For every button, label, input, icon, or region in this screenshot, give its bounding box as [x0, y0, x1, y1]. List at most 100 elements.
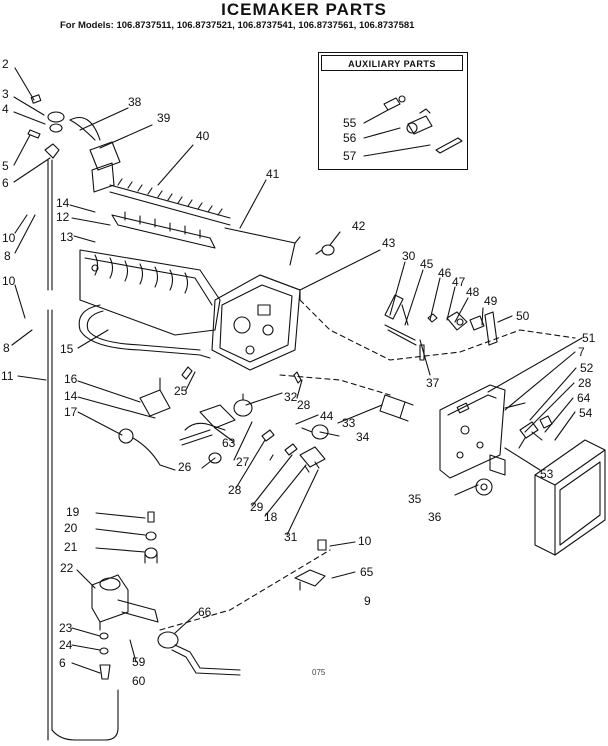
callout-49: 49: [484, 294, 498, 308]
callout-11: 11: [1, 369, 14, 383]
callout-14: 14: [56, 196, 70, 210]
callout-47: 47: [452, 275, 466, 289]
callout-52: 52: [580, 361, 594, 375]
callout-7: 7: [578, 345, 585, 359]
callout-10: 10: [2, 231, 16, 245]
mold-13: [79, 249, 221, 336]
callout-16: 16: [64, 372, 78, 386]
wire-41: [224, 227, 301, 266]
ejector-40: [109, 178, 231, 226]
callout-2: 2: [2, 57, 9, 71]
top-left-hardware: [27, 94, 101, 159]
callout-20: 20: [64, 521, 78, 535]
shield-16: [139, 377, 171, 417]
callout-24: 24: [59, 638, 73, 652]
models-line: For Models: 106.8737511, 106.8737521, 10…: [60, 20, 415, 31]
callout-44: 44: [320, 409, 334, 423]
heater-15: [78, 304, 211, 359]
callout-18: 18: [264, 510, 278, 524]
callout-42: 42: [352, 219, 366, 233]
fill-tube: [47, 159, 119, 741]
callout-43: 43: [382, 236, 396, 250]
coupling-66: [157, 631, 241, 676]
callout-50: 50: [516, 309, 530, 323]
callout-19: 19: [66, 505, 80, 519]
callout-28: 28: [578, 376, 592, 390]
right-cluster-30-50: [384, 294, 498, 361]
callout-65: 65: [360, 565, 374, 579]
callout-31: 31: [284, 530, 298, 544]
callout-21: 21: [64, 540, 78, 554]
screw-28: [293, 371, 302, 384]
diagram-title: ICEMAKER PARTS: [221, 0, 387, 19]
callout-26: 26: [178, 460, 192, 474]
callout-29: 29: [250, 500, 264, 514]
callout-59: 59: [132, 655, 146, 669]
callout-28: 28: [297, 398, 311, 412]
callout-9: 9: [364, 594, 371, 608]
parts-10-65: [294, 539, 327, 591]
callout-35: 35: [408, 492, 422, 506]
callout-45: 45: [420, 257, 434, 271]
auxiliary-parts-box: AUXILIARY PARTS: [318, 52, 468, 170]
callout-27: 27: [236, 455, 250, 469]
callout-54: 54: [579, 406, 593, 420]
stripper-12: [111, 211, 216, 249]
switch-parts: [261, 429, 326, 473]
housing-43: [211, 274, 301, 371]
callout-30: 30: [402, 249, 416, 263]
callout-12: 12: [56, 210, 70, 224]
harness-17: [118, 422, 226, 471]
auxiliary-parts-drawing: [383, 95, 463, 154]
callout-14: 14: [64, 389, 78, 403]
callout-33: 33: [342, 416, 356, 430]
valve-parts: [91, 511, 159, 680]
callout-13: 13: [60, 230, 74, 244]
callout-10: 10: [2, 274, 16, 288]
callout-32: 32: [284, 390, 298, 404]
callout-53: 53: [540, 467, 554, 481]
mounting-plate: [439, 384, 526, 479]
callout-34: 34: [356, 430, 370, 444]
callout-4: 4: [2, 102, 9, 116]
callout-28: 28: [228, 483, 242, 497]
callout-8: 8: [3, 341, 10, 355]
callout-8: 8: [4, 249, 11, 263]
part-42: [315, 244, 335, 256]
callout-38: 38: [128, 95, 142, 109]
small-parts-25-32-63: [181, 366, 253, 464]
callout-64: 64: [577, 391, 591, 405]
leader-lines: [11, 67, 583, 674]
gear-35-36: [475, 478, 493, 496]
callout-48: 48: [466, 285, 480, 299]
callout-63: 63: [222, 436, 236, 450]
callout-37: 37: [426, 376, 440, 390]
callout-15: 15: [60, 342, 74, 356]
callout-10: 10: [358, 534, 372, 548]
auxiliary-parts-title: AUXILIARY PARTS: [321, 55, 463, 71]
callout-25: 25: [174, 384, 188, 398]
callout-46: 46: [438, 266, 452, 280]
callout-66: 66: [198, 605, 212, 619]
callout-labels: 2345610810811383940414243141213151614172…: [1, 57, 596, 688]
callout-6: 6: [59, 656, 66, 670]
callout-55: 55: [343, 116, 357, 130]
callout-40: 40: [196, 129, 210, 143]
parts-52-64: [518, 415, 553, 449]
cover-54: [534, 439, 606, 556]
callout-6: 6: [2, 176, 9, 190]
bracket-38-39: [69, 119, 121, 193]
footer-mark: 075: [312, 668, 326, 677]
callout-60: 60: [132, 674, 146, 688]
callout-23: 23: [59, 621, 73, 635]
callout-36: 36: [428, 510, 442, 524]
callout-3: 3: [2, 87, 9, 101]
callout-57: 57: [343, 149, 357, 163]
callout-41: 41: [266, 167, 280, 181]
parts-33-34-44: [301, 394, 414, 440]
callout-5: 5: [2, 159, 9, 173]
callout-51: 51: [582, 331, 596, 345]
callout-22: 22: [60, 561, 74, 575]
